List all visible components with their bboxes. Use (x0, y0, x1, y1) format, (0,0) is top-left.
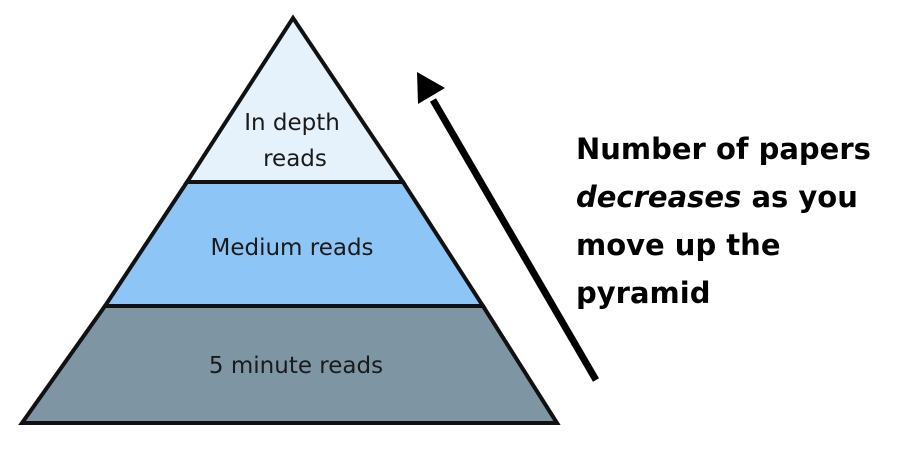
tier-top (183, 14, 407, 184)
tier-top-label-line1: In depth (244, 110, 340, 136)
up-arrow-icon (417, 72, 445, 104)
caption-text: Number of papers decreases as you move up… (576, 125, 896, 317)
caption-part1: Number of papers (576, 132, 871, 166)
tier-middle-label: Medium reads (210, 235, 373, 261)
caption-emphasis: decreases (576, 180, 742, 214)
arrow-shaft (429, 98, 600, 382)
tier-top-label-line2: reads (263, 146, 327, 172)
caption-part2: as you move up the pyramid (576, 180, 858, 310)
tier-bottom-label: 5 minute reads (209, 353, 383, 379)
